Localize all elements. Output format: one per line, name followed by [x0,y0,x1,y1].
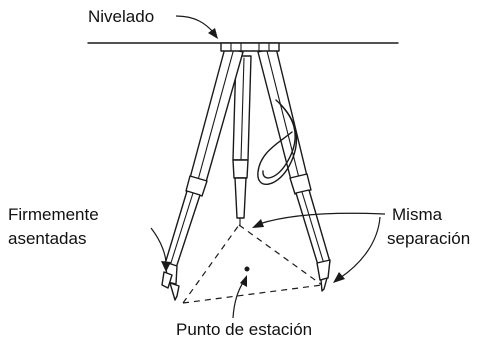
label-same-spacing-line1: Misma [392,205,443,224]
label-same-spacing-line2: separación [387,229,470,248]
arrow-firmly-set [150,227,171,272]
label-level: Nivelado [88,7,154,26]
arrow-same-spacing-top [252,212,386,228]
tripod [161,42,331,301]
label-station-point: Punto de estación [176,320,312,339]
tripod-head [220,42,280,52]
label-firmly-set-line2: asentadas [8,229,86,248]
tripod-leg-left [161,47,244,301]
arrow-level [175,15,218,39]
arrow-same-spacing-bottom [333,216,381,283]
tripod-leg-right [257,47,331,292]
leg-spacing-triangle [182,224,323,304]
station-point-marker [244,266,250,272]
tripod-leg-back [232,55,252,227]
arrow-station-point [232,275,247,319]
label-firmly-set-line1: Firmemente [8,205,99,224]
